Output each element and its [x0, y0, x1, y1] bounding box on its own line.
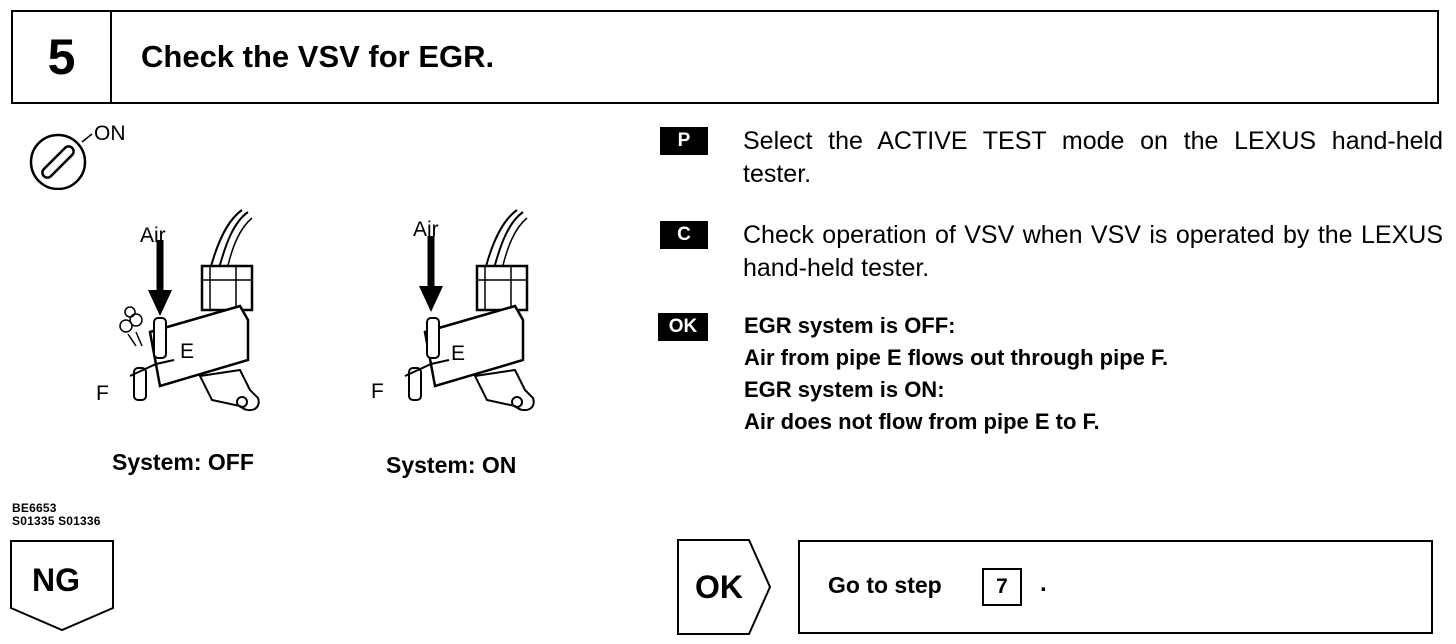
- step-reference[interactable]: 7: [982, 568, 1022, 606]
- go-to-step-text: Go to step: [828, 572, 942, 598]
- caption-system-off: System: OFF: [112, 449, 254, 475]
- ok-result-line: EGR system is OFF:: [744, 313, 956, 338]
- figure-code-line: S01335 S01336: [12, 514, 101, 528]
- go-to-step-period: .: [1040, 570, 1047, 597]
- figure-codes: BE6653 S01335 S01336: [12, 502, 101, 528]
- vsv-illustration-on: Air E F: [365, 200, 575, 430]
- pipe-e-label: E: [451, 342, 466, 365]
- air-label: Air: [413, 218, 439, 241]
- vsv-diagram: [404, 209, 535, 412]
- step-header: 5 Check the VSV for EGR.: [11, 10, 1439, 104]
- ok-result-line: Air does not flow from pipe E to F.: [744, 409, 1100, 434]
- figure-code-line: BE6653: [12, 501, 57, 515]
- pipe-e-label: E: [180, 340, 195, 363]
- ok-result-line: EGR system is ON:: [744, 377, 945, 402]
- ng-pentagon-shape: [10, 540, 114, 632]
- step-number: 5: [13, 12, 112, 102]
- ignition-switch: ON: [18, 120, 138, 190]
- ok-result-line: Air from pipe E flows out through pipe F…: [744, 345, 1169, 370]
- go-to-step-box: Go to step 7 .: [798, 540, 1433, 634]
- ok-label: OK: [695, 569, 743, 605]
- badge-p: P: [660, 127, 708, 155]
- badge-ok: OK: [658, 313, 708, 341]
- ng-branch: NG: [10, 540, 114, 632]
- ok-branch: OK: [677, 539, 771, 635]
- ok-tag-shape: [677, 539, 771, 635]
- pipe-f-label: F: [96, 382, 109, 405]
- badge-c: C: [660, 221, 708, 249]
- instruction-text: Check operation of VSV when VSV is opera…: [743, 221, 1443, 282]
- ignition-on-label: ON: [94, 122, 126, 145]
- pipe-f-label: F: [371, 380, 384, 403]
- ng-label: NG: [32, 562, 80, 598]
- caption-system-on: System: ON: [386, 452, 517, 478]
- instruction-text: Select the ACTIVE TEST mode on the LEXUS…: [743, 127, 1443, 188]
- vsv-illustration-off: Air E F: [90, 200, 300, 430]
- step-title: Check the VSV for EGR.: [141, 39, 495, 74]
- ignition-key-icon: [29, 133, 93, 190]
- vsv-diagram: [119, 209, 260, 412]
